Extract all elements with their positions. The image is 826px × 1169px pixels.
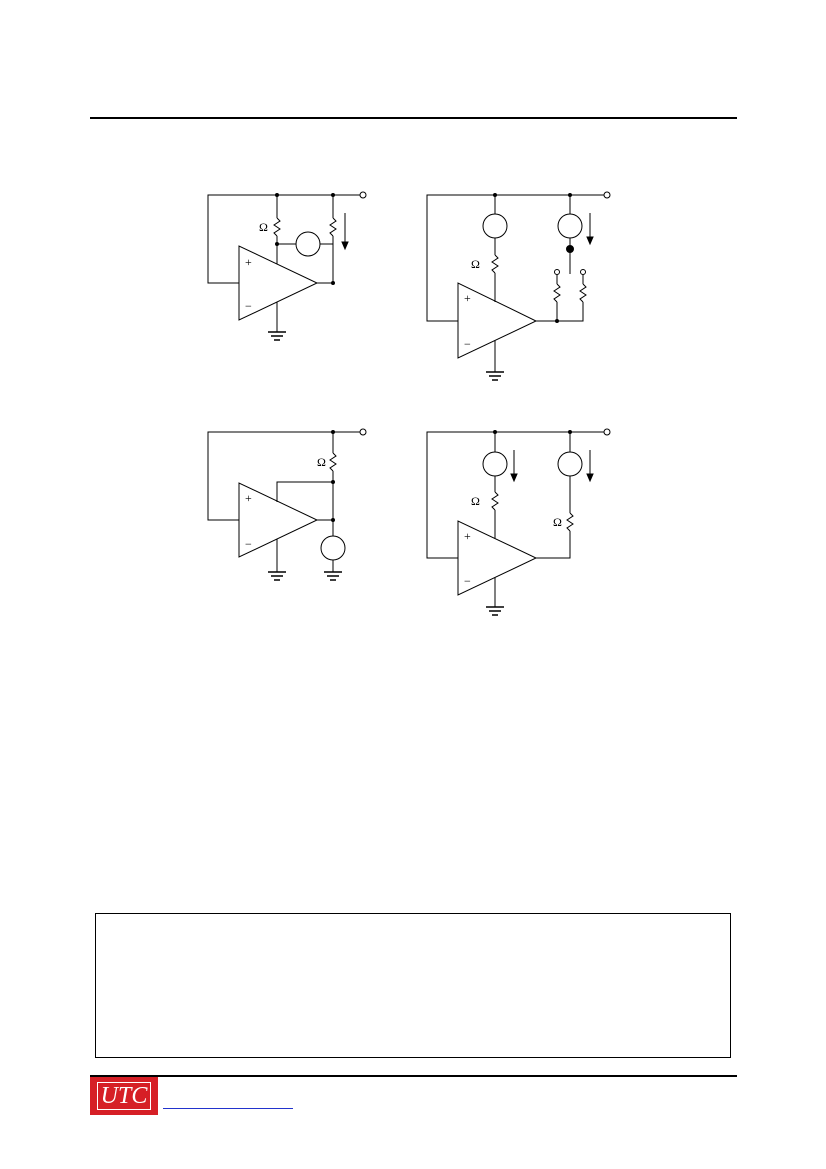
resistor-2a <box>491 254 499 274</box>
opamp-3-minus-label: − <box>245 537 252 551</box>
opamp-3-plus-label: + <box>245 491 252 505</box>
junction-dot <box>331 193 335 197</box>
circuit-1-wire <box>317 236 334 284</box>
junction-dot <box>493 430 497 434</box>
circuit-3-terminal <box>359 428 367 436</box>
junction-dot <box>493 193 497 197</box>
current-arrow-4b-head <box>586 473 594 483</box>
meter-4b <box>557 451 583 477</box>
switch-2-contact <box>554 269 560 275</box>
junction-dot <box>331 430 335 434</box>
header-rule <box>90 117 737 119</box>
meter-2a <box>482 213 508 239</box>
junction-dot <box>275 193 279 197</box>
resistor-2a-ohm-label: Ω <box>471 257 480 271</box>
circuit-1-wire <box>207 194 360 284</box>
opamp-2-plus-label: + <box>464 291 471 305</box>
circuit-4-wire <box>426 431 604 559</box>
switch-2-contact <box>580 269 586 275</box>
switch-2-pivot <box>566 245 574 253</box>
resistor-1b <box>329 217 337 237</box>
junction-dot <box>568 430 572 434</box>
meter-4a <box>482 451 508 477</box>
footer-rule <box>90 1075 737 1077</box>
junction-dot <box>331 480 335 484</box>
utc-logo-text: UTC <box>96 1082 152 1110</box>
current-arrow-2-head <box>586 236 594 246</box>
resistor-4a-ohm-label: Ω <box>471 494 480 508</box>
utc-logo: UTC <box>90 1077 158 1115</box>
junction-dot <box>331 281 335 285</box>
circuit-1-terminal <box>359 191 367 199</box>
circuit-3-wire <box>207 431 360 521</box>
junction-dot <box>331 518 335 522</box>
opamp-4-plus-label: + <box>464 529 471 543</box>
meter-3 <box>320 535 346 561</box>
circuit-2-wire <box>426 194 604 322</box>
circuit-3: + − Ω <box>207 428 367 581</box>
opamp-1-minus-label: − <box>245 299 252 313</box>
junction-dot <box>568 193 572 197</box>
circuit-2-wire <box>536 302 584 322</box>
current-arrow-1-head <box>341 241 349 251</box>
resistor-2b <box>553 283 561 303</box>
circuit-4-terminal <box>603 428 611 436</box>
circuit-2: + − Ω <box>426 191 611 381</box>
junction-dot <box>555 319 559 323</box>
resistor-4a <box>491 491 499 511</box>
circuit-1: + − Ω <box>207 191 367 341</box>
meter-2b <box>557 213 583 239</box>
resistor-2c <box>579 283 587 303</box>
current-arrow-4a-head <box>510 473 518 483</box>
opamp-1-plus-label: + <box>245 255 252 269</box>
resistor-1a-ohm-label: Ω <box>259 220 268 234</box>
opamp-4-minus-label: − <box>464 574 471 588</box>
circuit-3-wire <box>276 481 333 502</box>
circuit-4: + − Ω Ω <box>426 428 611 616</box>
website-link[interactable] <box>163 1108 293 1109</box>
circuit-2-terminal <box>603 191 611 199</box>
resistor-4b-ohm-label: Ω <box>553 515 562 529</box>
resistor-1a <box>273 217 281 237</box>
resistor-4b <box>566 512 574 532</box>
resistor-3-ohm-label: Ω <box>317 455 326 469</box>
meter-1 <box>295 231 321 257</box>
resistor-3 <box>329 452 337 472</box>
opamp-2-minus-label: − <box>464 337 471 351</box>
notice-box <box>95 913 731 1058</box>
circuit-4-wire <box>536 531 571 559</box>
junction-dot <box>275 242 279 246</box>
